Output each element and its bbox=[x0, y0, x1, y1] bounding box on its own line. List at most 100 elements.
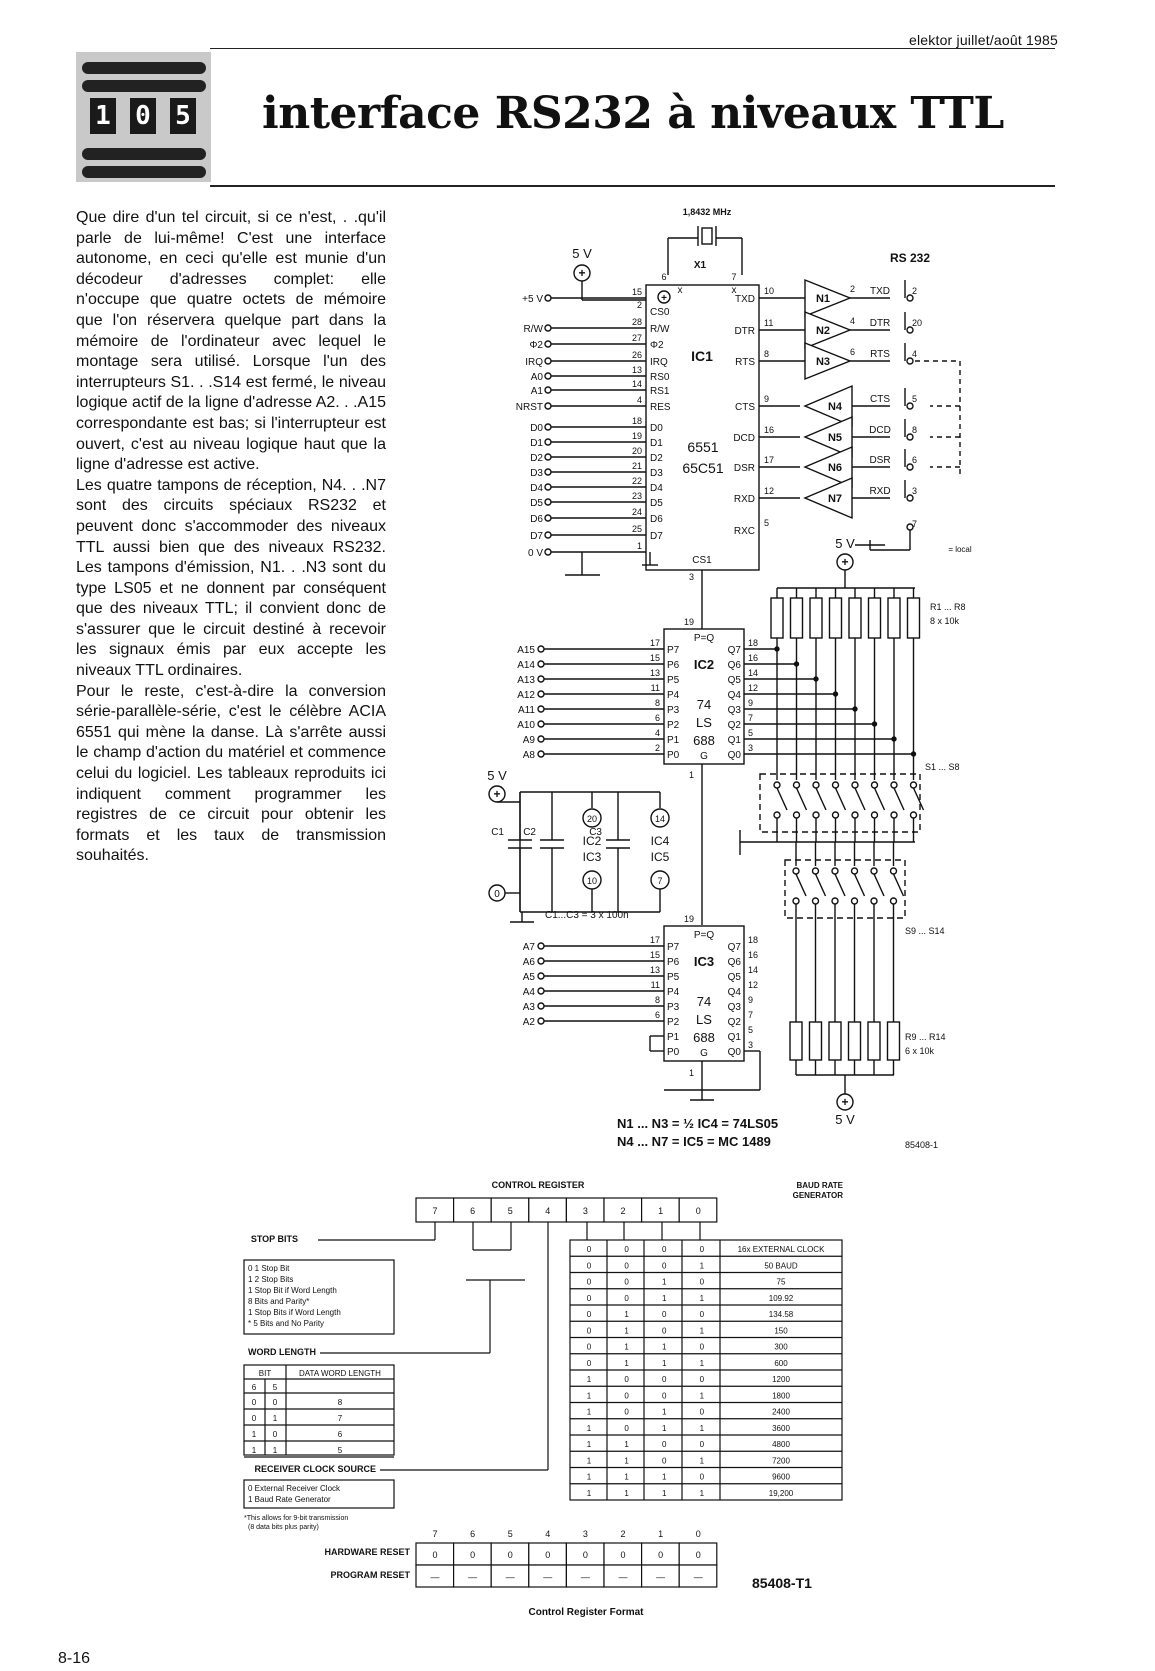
ic1-right-label: DSR bbox=[734, 463, 755, 474]
register-bit-cell bbox=[565, 1197, 605, 1223]
switch-contact bbox=[851, 811, 859, 819]
q-pin-label: Q4 bbox=[728, 987, 742, 998]
ic1-pin-label: D1 bbox=[650, 438, 663, 449]
baud-bit-cell: 0 bbox=[587, 1310, 592, 1319]
stop-bits-label: STOP BITS bbox=[251, 1234, 298, 1244]
pin-number: 4 bbox=[655, 728, 660, 738]
reset-bit-header: 2 bbox=[620, 1529, 625, 1539]
g-label: G bbox=[700, 1048, 708, 1059]
baud-rate-cell: 1200 bbox=[772, 1375, 790, 1384]
terminal bbox=[906, 433, 914, 441]
baud-rate-cell: 300 bbox=[774, 1343, 788, 1352]
baud-bit-cell: 0 bbox=[624, 1245, 629, 1254]
baud-bit-cell: 1 bbox=[700, 1391, 705, 1400]
baud-bit-cell: 1 bbox=[624, 1359, 629, 1368]
baud-bit-cell: 1 bbox=[662, 1489, 667, 1498]
left-pin-label: Φ2 bbox=[529, 340, 543, 351]
switch-contact bbox=[811, 867, 820, 875]
baud-rate-cell: 134.58 bbox=[769, 1310, 794, 1319]
resistor-label: 6 x 10k bbox=[905, 1046, 935, 1056]
resistor-icon bbox=[867, 597, 882, 639]
baud-bit-cell: 0 bbox=[587, 1359, 592, 1368]
terminal bbox=[906, 357, 914, 365]
switch-contact bbox=[889, 867, 898, 875]
baud-bit-cell: 1 bbox=[587, 1391, 592, 1400]
pin-number: 16 bbox=[748, 950, 758, 960]
badge-digit: 0 bbox=[130, 98, 156, 134]
ic-name: IC2 bbox=[694, 657, 714, 672]
rs-signal-label: TXD bbox=[870, 286, 890, 297]
figure-code: 85408-1 bbox=[905, 1140, 938, 1150]
ic1-pin-label: CS0 bbox=[650, 307, 670, 318]
p-pin-label: P7 bbox=[667, 942, 680, 953]
article-number-badge: 1 0 5 bbox=[76, 52, 211, 182]
pin-number: 22 bbox=[632, 476, 642, 486]
rcs-label: RECEIVER CLOCK SOURCE bbox=[254, 1464, 376, 1474]
terminal bbox=[537, 1002, 545, 1010]
rcs-box bbox=[243, 1479, 395, 1509]
switch-label: S9 ... S14 bbox=[905, 926, 945, 936]
switch-lever bbox=[834, 787, 847, 811]
figure-code: 85408-T1 bbox=[752, 1575, 812, 1591]
pin-number: 1 bbox=[689, 1068, 694, 1078]
address-label: A3 bbox=[523, 1002, 536, 1013]
crystal-name: X1 bbox=[694, 260, 707, 271]
baud-bit-cell: 0 bbox=[587, 1294, 592, 1303]
baud-bit-cell: 0 bbox=[587, 1261, 592, 1270]
rs-signal-label: DCD bbox=[869, 425, 891, 436]
address-label: A8 bbox=[523, 750, 536, 761]
p-pin-label: P7 bbox=[667, 645, 680, 656]
rs-signal-label: CTS bbox=[870, 394, 890, 405]
p-pin-label: P6 bbox=[667, 957, 680, 968]
ic3-body bbox=[663, 925, 745, 1062]
switch-contact bbox=[850, 867, 859, 875]
terminal bbox=[544, 372, 552, 380]
switch-label: S1 ... S8 bbox=[925, 762, 960, 772]
baud-bit-cell: 1 bbox=[662, 1473, 667, 1482]
pin-number: 9 bbox=[764, 394, 769, 404]
plus-sign: + bbox=[841, 1095, 848, 1109]
reset-cell-value: 0 bbox=[508, 1550, 513, 1560]
power-ic-label: IC3 bbox=[583, 850, 602, 864]
ic1-pin-label: D2 bbox=[650, 453, 663, 464]
pin-number: 4 bbox=[912, 349, 917, 359]
pin-number: 6 bbox=[850, 347, 855, 357]
reset-cell-value: — bbox=[694, 1572, 703, 1582]
terminal bbox=[544, 468, 552, 476]
baud-bit-cell: 0 bbox=[700, 1408, 705, 1417]
address-label: A6 bbox=[523, 957, 536, 968]
terminal bbox=[537, 750, 545, 758]
baud-bit-cell: 0 bbox=[624, 1391, 629, 1400]
reset-cell-value: — bbox=[656, 1572, 665, 1582]
badge-bar-icon bbox=[82, 166, 206, 178]
reset-cell-value: 0 bbox=[620, 1550, 625, 1560]
switch-contact bbox=[870, 781, 879, 789]
stop-bits-line: * 5 Bits and No Parity bbox=[248, 1319, 324, 1328]
pin-number: 18 bbox=[748, 935, 758, 945]
baud-bit-cell: 0 bbox=[662, 1310, 667, 1319]
pin-number: 4 bbox=[850, 316, 855, 326]
ic1-right-label: TXD bbox=[735, 294, 755, 305]
p-pin-label: P4 bbox=[667, 690, 680, 701]
capacitor-label: C1 bbox=[491, 827, 504, 838]
address-label: A5 bbox=[523, 972, 536, 983]
resistor-icon bbox=[808, 1021, 823, 1061]
local-label: = local bbox=[948, 545, 972, 554]
left-pin-label: IRQ bbox=[525, 357, 543, 368]
q-pin-label: Q3 bbox=[728, 1002, 742, 1013]
driver-label: N5 bbox=[828, 432, 842, 444]
pin-number: 11 bbox=[651, 683, 660, 693]
resistor-icon bbox=[789, 1021, 803, 1061]
pin-number: 8 bbox=[655, 698, 660, 708]
q-pin-label: Q1 bbox=[728, 735, 742, 746]
switch-bank-s9-s14 bbox=[784, 859, 906, 919]
pin-number: 14 bbox=[748, 965, 758, 975]
q-pin-label: Q7 bbox=[728, 645, 742, 656]
switch-lever bbox=[853, 873, 866, 897]
footnote-line: *This allows for 9-bit transmission bbox=[244, 1515, 348, 1522]
program-reset-label: PROGRAM RESET bbox=[330, 1570, 410, 1580]
terminal bbox=[906, 294, 914, 302]
reset-cell-value: 0 bbox=[432, 1550, 437, 1560]
q-pin-label: Q3 bbox=[728, 705, 742, 716]
switch-contact bbox=[870, 811, 879, 819]
